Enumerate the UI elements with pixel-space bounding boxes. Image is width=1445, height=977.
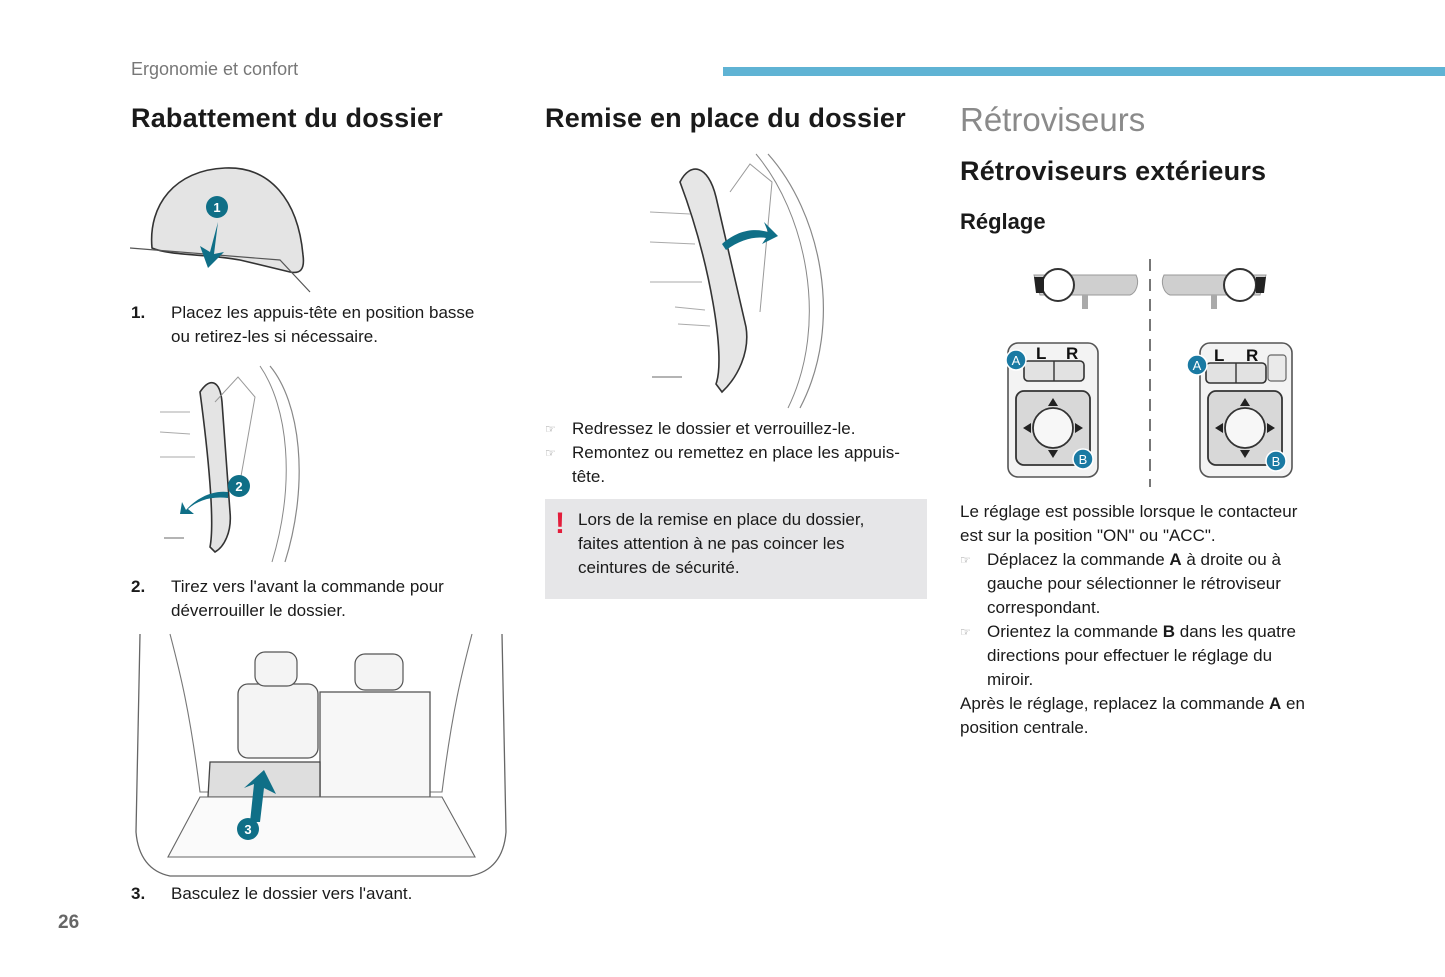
- right-b-label: B: [1272, 454, 1281, 469]
- left-b-label: B: [1079, 452, 1088, 467]
- right-r-label: R: [1246, 346, 1258, 365]
- col3-body: Le réglage est possible lorsque le conta…: [960, 500, 1340, 740]
- col2-bullets: ☞Redressez le dossier et verrouillez-le.…: [545, 417, 930, 489]
- pointing-hand-icon: ☞: [545, 446, 556, 460]
- col3-subsubtitle: Réglage: [960, 209, 1046, 234]
- col2-bullet-2: ☞Remontez ou remettez en place les appui…: [545, 443, 900, 486]
- step-2-line-1: Tirez vers l'avant la commande pour: [171, 577, 444, 596]
- page-number: 26: [58, 912, 80, 933]
- section-label: Ergonomie et confort: [131, 59, 299, 79]
- col3-subtitle: Rétroviseurs extérieurs: [960, 156, 1267, 186]
- mirror-control-diagram: L R A B L R A B: [1005, 259, 1293, 487]
- step-1: 1. Placez les appuis-tête en position ba…: [131, 301, 531, 351]
- pointing-hand-icon: ☞: [960, 625, 971, 639]
- warning-exclamation-icon: !: [555, 507, 565, 540]
- cargo-area-illustration: 3: [135, 633, 507, 877]
- col3-intro: Le réglage est possible lorsque le conta…: [960, 502, 1298, 545]
- seat-lever-illustration: 2: [160, 365, 300, 563]
- header-accent-bar: [723, 67, 1445, 76]
- badge-2-label: 2: [235, 479, 242, 494]
- warning-text: Lors de la remise en place du dossier, f…: [578, 510, 865, 577]
- step-2: 2. Tirez vers l'avant la commande pour d…: [131, 575, 531, 625]
- badge-1-label: 1: [213, 200, 220, 215]
- badge-2: [228, 475, 250, 497]
- col3-title: Rétroviseurs: [960, 101, 1146, 138]
- col3-after: Après le réglage, replacez la commande A…: [960, 694, 1305, 737]
- left-r-label: R: [1066, 344, 1078, 363]
- pointing-hand-icon: ☞: [545, 422, 556, 436]
- right-l-label: L: [1214, 346, 1224, 365]
- step-3: 3. Basculez le dossier vers l'avant.: [131, 882, 531, 908]
- left-l-label: L: [1036, 344, 1046, 363]
- step-1-line-1: Placez les appuis-tête en position basse: [171, 303, 475, 322]
- step-1-number: 1.: [131, 303, 146, 322]
- col1-title: Rabattement du dossier: [131, 103, 443, 133]
- step-3-number: 3.: [131, 884, 146, 903]
- warning-note: ! Lors de la remise en place du dossier,…: [545, 499, 927, 599]
- right-a-label: A: [1193, 358, 1202, 373]
- col2-title: Remise en place du dossier: [545, 103, 906, 133]
- badge-3: [237, 818, 259, 840]
- badge-1: [206, 196, 228, 218]
- pointing-hand-icon: ☞: [960, 553, 971, 567]
- headrest-illustration: 1: [130, 167, 311, 293]
- step-3-line-1: Basculez le dossier vers l'avant.: [171, 884, 413, 903]
- seat-upright-illustration: [650, 153, 824, 409]
- step-1-line-2: ou retirez-les si nécessaire.: [171, 327, 378, 346]
- step-2-number: 2.: [131, 577, 146, 596]
- col2-bullet-1: ☞Redressez le dossier et verrouillez-le.: [545, 417, 930, 441]
- left-a-label: A: [1012, 353, 1021, 368]
- step-2-line-2: déverrouiller le dossier.: [171, 601, 346, 620]
- badge-3-label: 3: [244, 822, 251, 837]
